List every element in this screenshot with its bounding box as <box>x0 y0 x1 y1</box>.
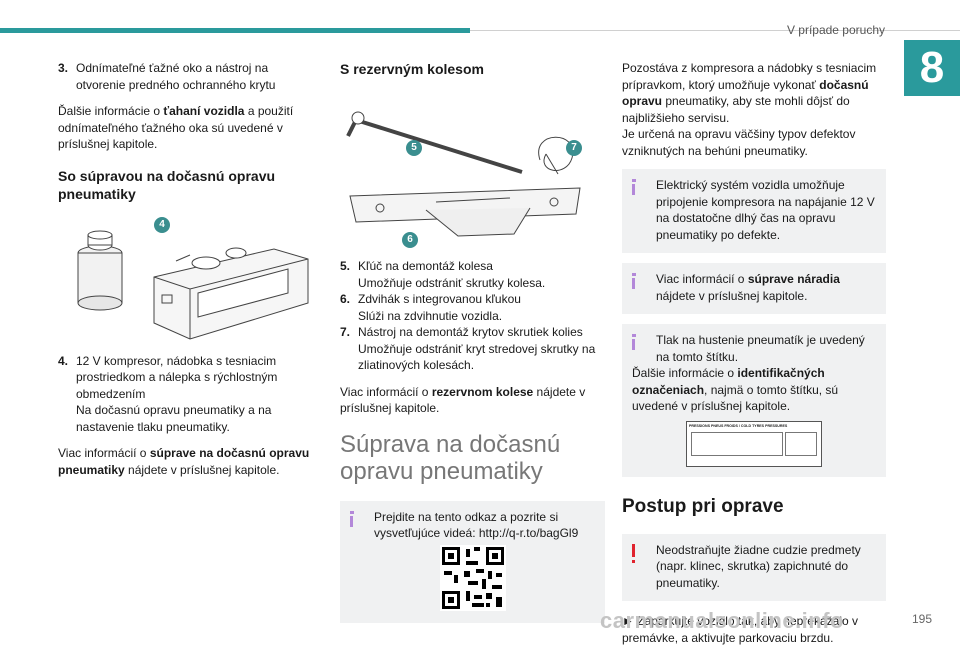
info-icon <box>350 510 354 531</box>
section-title: V prípade poruchy <box>786 23 885 37</box>
compressor-illustration <box>77 230 309 340</box>
header-rule <box>470 30 960 31</box>
callout-badge-7: 7 <box>566 140 582 156</box>
callout-badge-6: 6 <box>402 232 418 248</box>
note-tyre-pressure: Tlak na hustenie pneumatík je uvedený na… <box>622 324 886 477</box>
paragraph-kit-info: Viac informácií o súprave na dočasnú opr… <box>58 446 310 477</box>
figure-tools: 5 7 6 <box>340 90 605 248</box>
figure-compressor: 4 <box>58 215 320 343</box>
paragraph-spare-info: Viac informácií o rezervnom kolese nájde… <box>340 384 586 416</box>
info-icon <box>632 273 636 293</box>
page-number: 195 <box>911 612 932 626</box>
note-tool-kit: Viac informácií o súprave náradia nájdet… <box>622 263 886 314</box>
watermark: carmanualsonline.info <box>600 608 844 633</box>
tyre-pressure-label: PRESSIONS PNEUS FROIDS / COLD TYRES PRES… <box>686 420 822 467</box>
heading-repair-kit: Súprava na dočasnú opravu pneumatiky <box>340 430 561 485</box>
info-icon <box>632 334 636 354</box>
qr-code <box>440 544 506 611</box>
list-item-4: 4. 12 V kompresor, nádobka s tesniacim p… <box>58 353 278 434</box>
header-accent-bar <box>0 28 470 33</box>
list-item-7: 7. Nástroj na demontáž krytov skrutiek k… <box>340 325 596 372</box>
paragraph-towing: Ďalšie informácie o ťahaní vozidla a pou… <box>58 104 294 151</box>
info-icon <box>632 179 636 199</box>
paragraph-kit-description: Pozostáva z kompresora a nádobky s tesni… <box>622 61 877 158</box>
list-item-3: 3. Odnímateľné ťažné oko a nástroj na ot… <box>58 61 276 92</box>
column-middle: S rezervným kolesom 5 7 6 5. Kľúč na dem… <box>340 60 605 633</box>
heading-kit: So súpravou na dočasnú opravu pneumatiky <box>58 167 276 202</box>
tools-illustration <box>346 111 581 237</box>
callout-badge-5: 5 <box>406 140 422 156</box>
callout-badge-4: 4 <box>154 216 170 233</box>
heading-spare-wheel: S rezervným kolesom <box>340 61 484 77</box>
warning-foreign-objects: Neodstraňujte žiadne cudzie predmety (na… <box>622 533 886 601</box>
warning-icon <box>632 543 635 563</box>
column-right: Pozostáva z kompresora a nádobky s tesni… <box>622 60 886 656</box>
chapter-tab: 8 <box>904 40 960 96</box>
note-video-link: Prejdite na tento odkaz a pozrite si vys… <box>340 500 605 623</box>
column-left: 3. Odnímateľné ťažné oko a nástroj na ot… <box>58 60 320 488</box>
heading-repair-procedure: Postup pri oprave <box>622 495 784 517</box>
note-electrical: Elektrický systém vozidla umožňuje pripo… <box>622 169 886 253</box>
